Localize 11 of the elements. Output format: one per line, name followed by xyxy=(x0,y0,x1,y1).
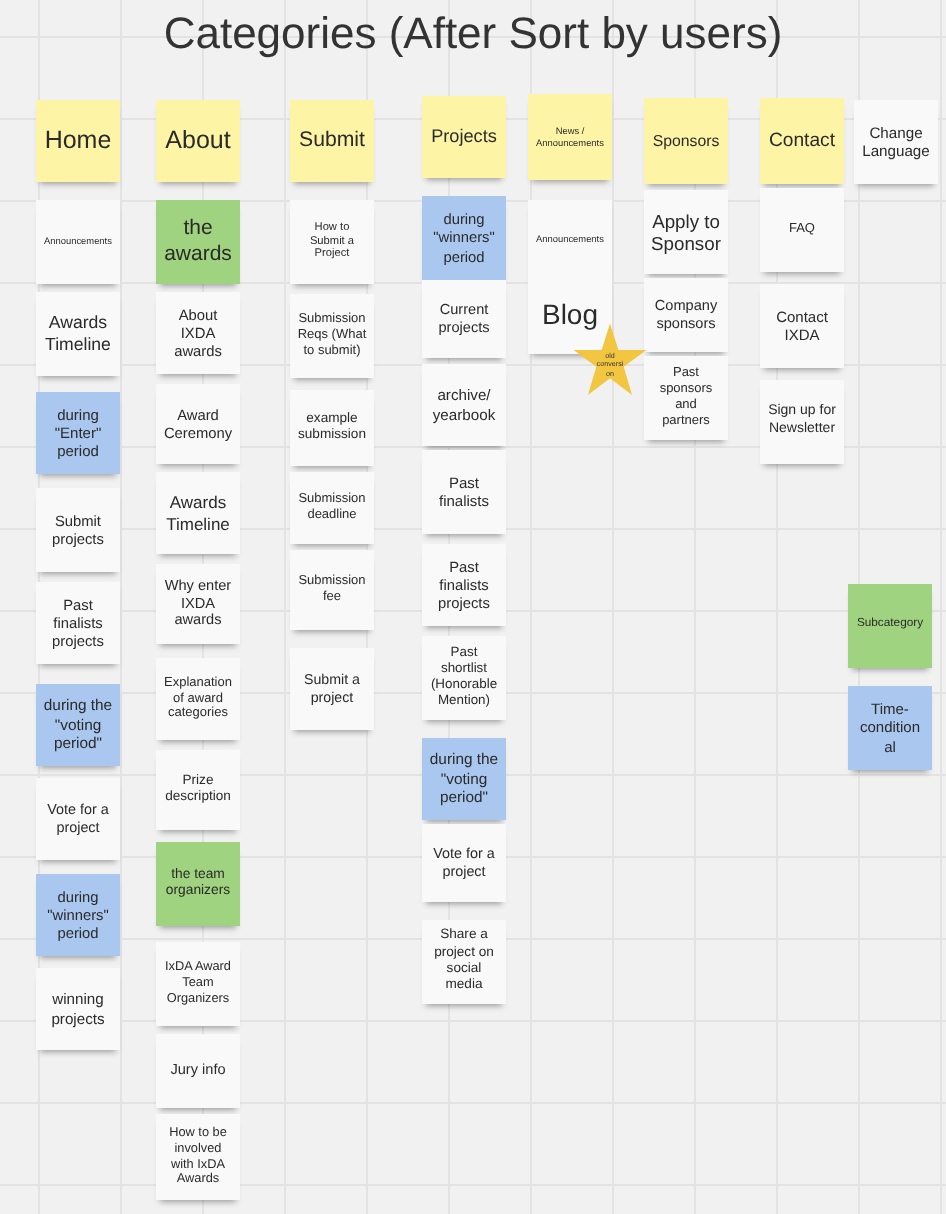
sticky-note: About xyxy=(156,100,240,182)
sticky-note: Submit xyxy=(290,100,374,182)
sticky-note: Contact xyxy=(760,98,844,184)
sticky-note: Awards Timeline xyxy=(156,472,240,554)
board-title: Categories (After Sort by users) xyxy=(163,8,783,61)
sticky-note: Projects xyxy=(422,96,506,178)
sticky-note: Apply to Sponsor xyxy=(644,190,728,274)
sticky-note: Awards Timeline xyxy=(36,292,120,376)
sticky-note: Home xyxy=(36,100,120,182)
sticky-note: Blog xyxy=(528,278,612,354)
sticky-note: the awards xyxy=(156,200,240,284)
